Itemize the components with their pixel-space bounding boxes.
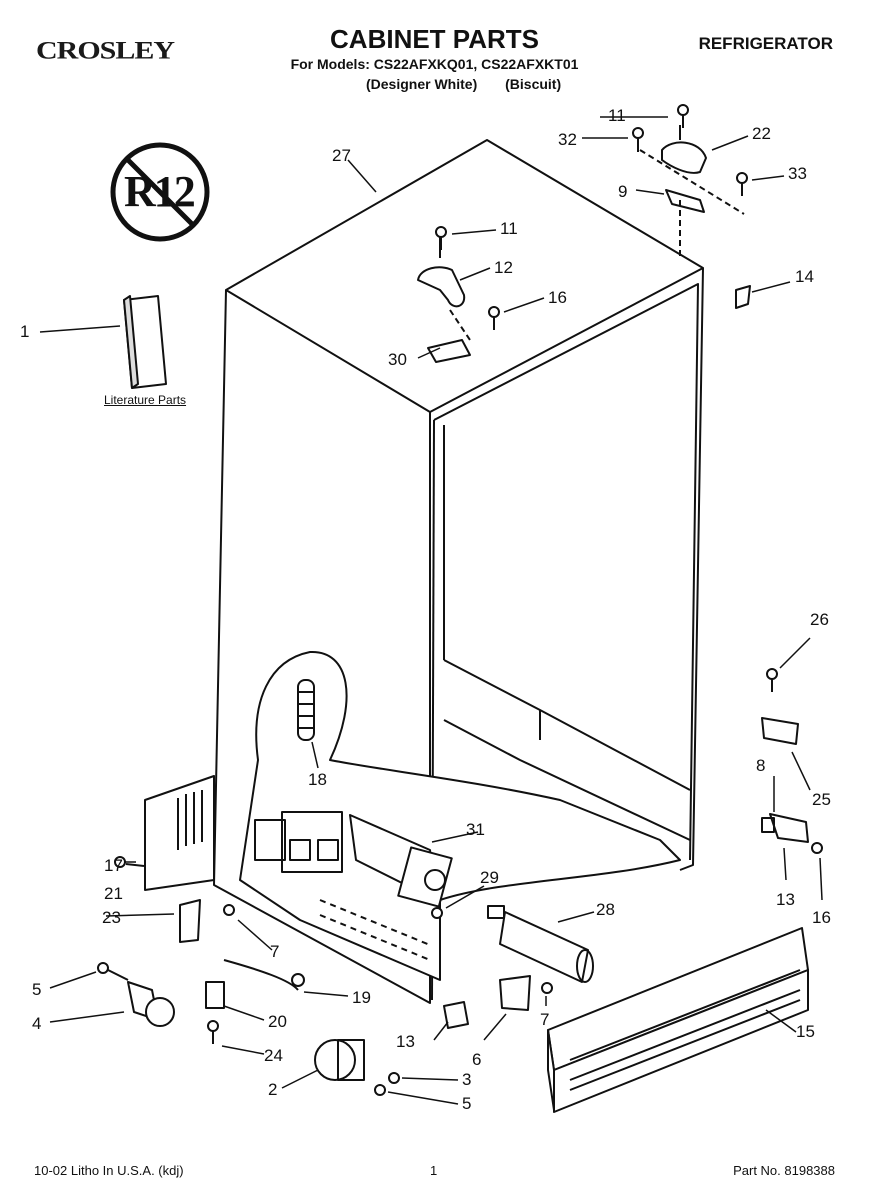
bracket-8: [761, 813, 809, 843]
bracket-23: [179, 899, 201, 943]
part-label-27: 27: [332, 146, 351, 165]
condensate-tube: [349, 814, 453, 908]
leader-lines: [39, 116, 823, 1105]
part-label-31: 31: [466, 820, 485, 839]
variant-designer-white: (Designer White): [366, 76, 478, 92]
part-label-3: 3: [462, 1070, 472, 1089]
part-label-13-lower: 13: [396, 1032, 415, 1051]
part-label-22: 22: [752, 124, 771, 143]
part-number: Part No. 8198388: [733, 1163, 835, 1178]
hidden-line: [319, 899, 431, 946]
part-label-1: 1: [20, 322, 30, 341]
part-label-4: 4: [32, 1014, 42, 1033]
page-title: CABINET PARTS: [330, 24, 539, 54]
part-label-29: 29: [480, 868, 499, 887]
drain-hose: [297, 679, 315, 741]
part-label-15: 15: [796, 1022, 815, 1041]
part-label-20: 20: [268, 1012, 287, 1031]
no-r12-icon: [110, 142, 210, 242]
page-number: 1: [430, 1163, 438, 1178]
part-label-13-right: 13: [776, 890, 795, 909]
upper-hinge-right: [639, 125, 745, 260]
appliance-category: REFRIGERATOR: [698, 34, 833, 53]
part-label-30: 30: [388, 350, 407, 369]
part-label-26: 26: [810, 610, 829, 629]
part-label-11-top: 11: [608, 106, 626, 125]
part-label-18: 18: [308, 770, 327, 789]
part-label-32: 32: [558, 130, 577, 149]
part-label-25: 25: [812, 790, 831, 809]
part-label-24: 24: [264, 1046, 283, 1065]
variant-biscuit: (Biscuit): [505, 76, 562, 92]
part-label-11-mid: 11: [500, 219, 518, 238]
model-variants: (Designer White) (Biscuit): [366, 76, 561, 92]
part-label-5-bottom: 5: [462, 1094, 472, 1113]
part-label-7-right: 7: [540, 1010, 550, 1029]
part-label-5-left: 5: [32, 980, 42, 999]
part-label-17: 17: [104, 856, 123, 875]
clamp-20: [205, 981, 225, 1009]
part-label-9: 9: [618, 182, 628, 201]
part-label-16-top: 16: [548, 288, 567, 307]
r12-badge-text: R12: [124, 167, 196, 216]
part-label-6: 6: [472, 1050, 482, 1069]
part-label-2: 2: [268, 1080, 278, 1099]
print-info: 10-02 Litho In U.S.A. (kdj): [34, 1163, 184, 1178]
part-label-21: 21: [104, 884, 123, 903]
part-label-14: 14: [795, 267, 814, 286]
literature-booklet: [123, 295, 167, 389]
water-line-19: [223, 959, 305, 991]
roller-assembly-4: [127, 981, 175, 1027]
part-label-16-right: 16: [812, 908, 831, 927]
part-label-33: 33: [788, 164, 807, 183]
hinge-25: [761, 717, 799, 745]
water-filter: [487, 905, 594, 983]
part-label-28: 28: [596, 900, 615, 919]
literature-parts-label: Literature Parts: [104, 393, 187, 407]
bracket-13-lower: [443, 1001, 469, 1029]
bracket-6: [499, 975, 531, 1011]
part-label-19: 19: [352, 988, 371, 1007]
hidden-line-2: [319, 914, 431, 961]
cabinet-body: [213, 139, 704, 1004]
part-label-7-left: 7: [270, 942, 280, 961]
model-list: For Models: CS22AFXKQ01, CS22AFXKT01: [290, 56, 579, 72]
screws: [97, 104, 823, 1096]
roller-assembly-2: [314, 1039, 365, 1081]
compressor-controls: [254, 811, 343, 873]
electrical-cover: [144, 775, 215, 891]
toe-grille: [547, 927, 809, 1113]
brand-logo: CROSLEY: [36, 36, 175, 65]
upper-hinge-center: [417, 236, 471, 363]
door-stop-14: [735, 285, 751, 309]
part-label-8: 8: [756, 756, 766, 775]
part-label-12: 12: [494, 258, 513, 277]
part-label-23: 23: [102, 908, 121, 927]
cutaway-area: [239, 650, 681, 981]
